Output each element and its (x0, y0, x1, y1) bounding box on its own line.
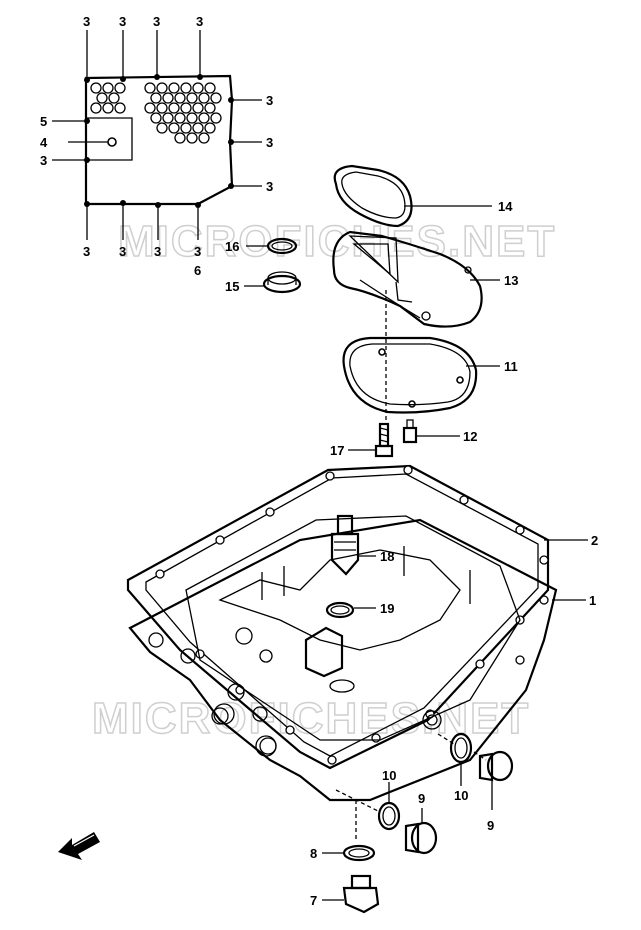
bolt-17-icon (374, 422, 394, 458)
oil-strainer-13 (332, 230, 483, 328)
callout-12: 12 (463, 429, 477, 444)
callout-3-d: 3 (196, 14, 203, 29)
callout-3-l: 3 (194, 244, 201, 259)
callout-3-f: 3 (266, 135, 273, 150)
oil-pressure-switch-18-icon (330, 514, 360, 576)
callout-3-g: 3 (266, 179, 273, 194)
drain-plug-9-a-icon (404, 821, 438, 855)
washer-4-icon (107, 137, 117, 147)
baffle-plate (84, 74, 234, 208)
callout-2: 2 (591, 533, 598, 548)
watermark-top: MICROFICHES.NET (118, 217, 556, 266)
oil-pan-1 (128, 515, 558, 802)
callout-5: 5 (40, 114, 47, 129)
callout-4: 4 (40, 135, 48, 150)
callout-3-i: 3 (83, 244, 90, 259)
callout-9-a: 9 (418, 791, 425, 806)
callout-8: 8 (310, 846, 317, 861)
callout-6: 6 (194, 263, 201, 278)
callout-3-j: 3 (119, 244, 126, 259)
strainer-gasket-14 (333, 164, 413, 228)
callout-3-k: 3 (154, 244, 161, 259)
callout-13: 13 (504, 273, 518, 288)
leader-lines-baffle (52, 30, 262, 240)
strainer-gasket-11 (342, 336, 478, 414)
callout-19: 19 (380, 601, 394, 616)
gasket-10-a-icon (377, 801, 401, 831)
front-direction-arrow-icon (58, 832, 100, 860)
oring-19-icon (325, 601, 355, 619)
callout-16: 16 (225, 239, 239, 254)
drain-plug-7-icon (342, 874, 380, 914)
callout-15: 15 (225, 279, 239, 294)
callout-3-h: 3 (40, 153, 47, 168)
callout-11: 11 (504, 359, 518, 374)
callout-17: 17 (330, 443, 344, 458)
callout-18: 18 (380, 549, 394, 564)
callout-9-b: 9 (487, 818, 494, 833)
callout-10-b: 10 (454, 788, 468, 803)
callout-3-b: 3 (119, 14, 126, 29)
callout-3-c: 3 (153, 14, 160, 29)
drain-plug-9-b-icon (478, 750, 514, 782)
collar-15-icon (262, 271, 302, 294)
callout-3-e: 3 (266, 93, 273, 108)
bolt-12-icon (402, 419, 418, 444)
callout-1: 1 (589, 593, 596, 608)
callout-3-a: 3 (83, 14, 90, 29)
callout-7: 7 (310, 893, 317, 908)
callout-14: 14 (498, 199, 513, 214)
callout-10-a: 10 (382, 768, 396, 783)
